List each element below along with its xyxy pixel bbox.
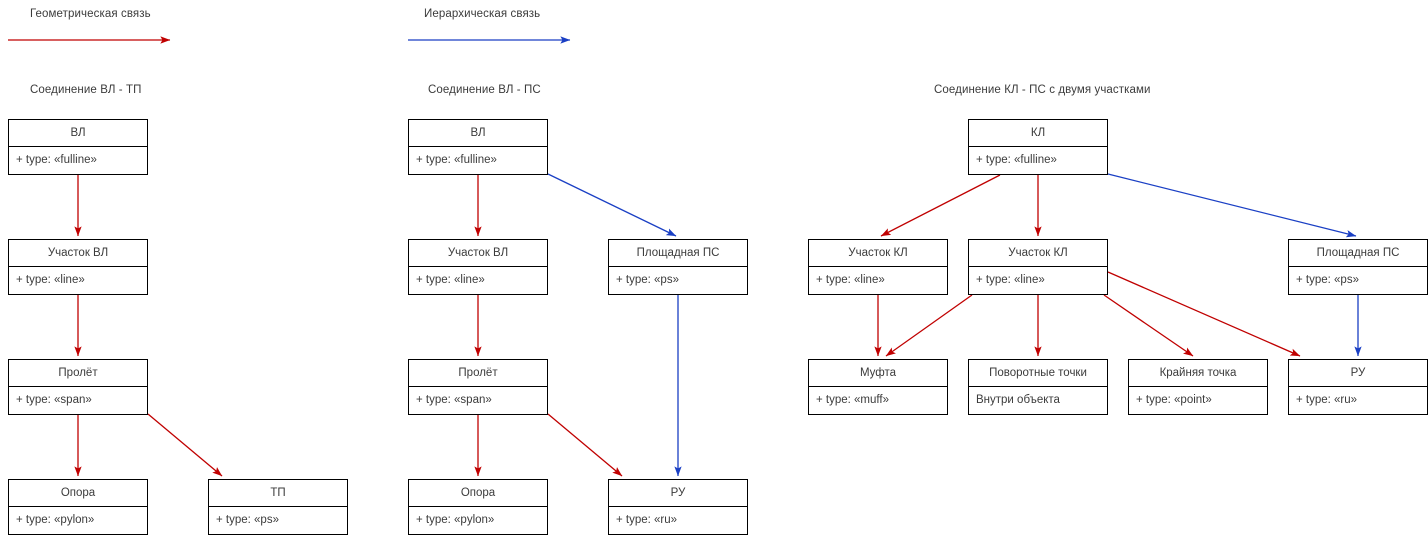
uml-class-box-ps3[interactable]: Площадная ПС + type: «ps»: [1288, 239, 1428, 295]
uml-class-name-uch_vl2: Участок ВЛ: [409, 240, 547, 267]
group-title-group-kl-ps: Соединение КЛ - ПС с двумя участками: [934, 84, 1151, 96]
uml-class-name-prolet2: Пролёт: [409, 360, 547, 387]
uml-class-name-ps3: Площадная ПС: [1289, 240, 1427, 267]
uml-class-attribute-kl: + type: «fulline»: [976, 154, 1057, 166]
uml-class-name-ru3: РУ: [1289, 360, 1427, 387]
uml-class-attribute-opora: + type: «pylon»: [16, 514, 95, 526]
uml-class-box-uch_vl[interactable]: Участок ВЛ + type: «line»: [8, 239, 148, 295]
uml-class-box-vl[interactable]: ВЛ + type: «fulline»: [8, 119, 148, 175]
uml-class-name-uch_vl: Участок ВЛ: [9, 240, 147, 267]
uml-class-name-prolet: Пролёт: [9, 360, 147, 387]
uml-class-attribute-ru3: + type: «ru»: [1296, 394, 1358, 406]
uml-class-name-opora: Опора: [9, 480, 147, 507]
uml-class-name-povorot: Поворотные точки: [969, 360, 1107, 387]
uml-class-name-vl: ВЛ: [9, 120, 147, 147]
legend-label-hierarchical: Иерархическая связь: [424, 8, 541, 20]
uml-class-attribute-opora2: + type: «pylon»: [416, 514, 495, 526]
uml-class-name-uch_kl1: Участок КЛ: [809, 240, 947, 267]
uml-class-attribute-ru2: + type: «ru»: [616, 514, 678, 526]
uml-class-name-ru2: РУ: [609, 480, 747, 507]
uml-class-box-uch_kl2[interactable]: Участок КЛ + type: «line»: [968, 239, 1108, 295]
edge-prolet2-to-ru2: [547, 413, 623, 477]
group-title-group-vl-ps: Соединение ВЛ - ПС: [428, 84, 541, 96]
uml-class-name-opora2: Опора: [409, 480, 547, 507]
uml-class-box-vl2[interactable]: ВЛ + type: «fulline»: [408, 119, 548, 175]
uml-class-attribute-uch_vl: + type: «line»: [16, 274, 85, 286]
uml-class-attribute-krayn: + type: «point»: [1136, 394, 1212, 406]
uml-class-box-mufta[interactable]: Муфта + type: «muff»: [808, 359, 948, 415]
uml-class-box-opora2[interactable]: Опора + type: «pylon»: [408, 479, 548, 535]
uml-class-box-tp[interactable]: ТП + type: «ps»: [208, 479, 348, 535]
uml-class-name-ps2: Площадная ПС: [609, 240, 747, 267]
edge-uch_kl2-to-ru3: [1107, 271, 1301, 357]
uml-class-attribute-uch_kl2: + type: «line»: [976, 274, 1045, 286]
uml-class-attribute-povorot: Внутри объекта: [976, 394, 1060, 406]
uml-class-name-uch_kl2: Участок КЛ: [969, 240, 1107, 267]
uml-class-name-mufta: Муфта: [809, 360, 947, 387]
uml-class-box-ru3[interactable]: РУ + type: «ru»: [1288, 359, 1428, 415]
uml-class-attribute-vl2: + type: «fulline»: [416, 154, 497, 166]
uml-class-box-uch_kl1[interactable]: Участок КЛ + type: «line»: [808, 239, 948, 295]
uml-class-attribute-tp: + type: «ps»: [216, 514, 279, 526]
edge-uch_kl2-to-mufta: [885, 294, 973, 357]
uml-class-name-vl2: ВЛ: [409, 120, 547, 147]
legend-label-geometric: Геометрическая связь: [30, 8, 151, 20]
uml-class-box-prolet[interactable]: Пролёт + type: «span»: [8, 359, 148, 415]
uml-class-attribute-mufta: + type: «muff»: [816, 394, 889, 406]
uml-class-attribute-ps3: + type: «ps»: [1296, 274, 1359, 286]
uml-class-attribute-prolet: + type: «span»: [16, 394, 92, 406]
uml-class-box-prolet2[interactable]: Пролёт + type: «span»: [408, 359, 548, 415]
uml-class-name-tp: ТП: [209, 480, 347, 507]
edge-uch_kl2-to-krayn: [1103, 294, 1194, 357]
uml-class-attribute-uch_kl1: + type: «line»: [816, 274, 885, 286]
edge-vl2-to-ps2: [547, 173, 677, 237]
uml-class-name-kl: КЛ: [969, 120, 1107, 147]
edge-prolet-to-tp: [147, 413, 223, 477]
uml-class-attribute-uch_vl2: + type: «line»: [416, 274, 485, 286]
uml-class-box-krayn[interactable]: Крайняя точка + type: «point»: [1128, 359, 1268, 415]
uml-class-box-kl[interactable]: КЛ + type: «fulline»: [968, 119, 1108, 175]
group-title-group-vl-tp: Соединение ВЛ - ТП: [30, 84, 142, 96]
edge-kl-to-ps3: [1107, 173, 1357, 238]
edge-kl-to-uch_kl1: [880, 174, 1001, 237]
uml-class-attribute-prolet2: + type: «span»: [416, 394, 492, 406]
uml-class-attribute-vl: + type: «fulline»: [16, 154, 97, 166]
uml-class-box-opora[interactable]: Опора + type: «pylon»: [8, 479, 148, 535]
uml-class-box-ru2[interactable]: РУ + type: «ru»: [608, 479, 748, 535]
uml-class-attribute-ps2: + type: «ps»: [616, 274, 679, 286]
uml-class-box-uch_vl2[interactable]: Участок ВЛ + type: «line»: [408, 239, 548, 295]
uml-class-name-krayn: Крайняя точка: [1129, 360, 1267, 387]
uml-class-box-ps2[interactable]: Площадная ПС + type: «ps»: [608, 239, 748, 295]
